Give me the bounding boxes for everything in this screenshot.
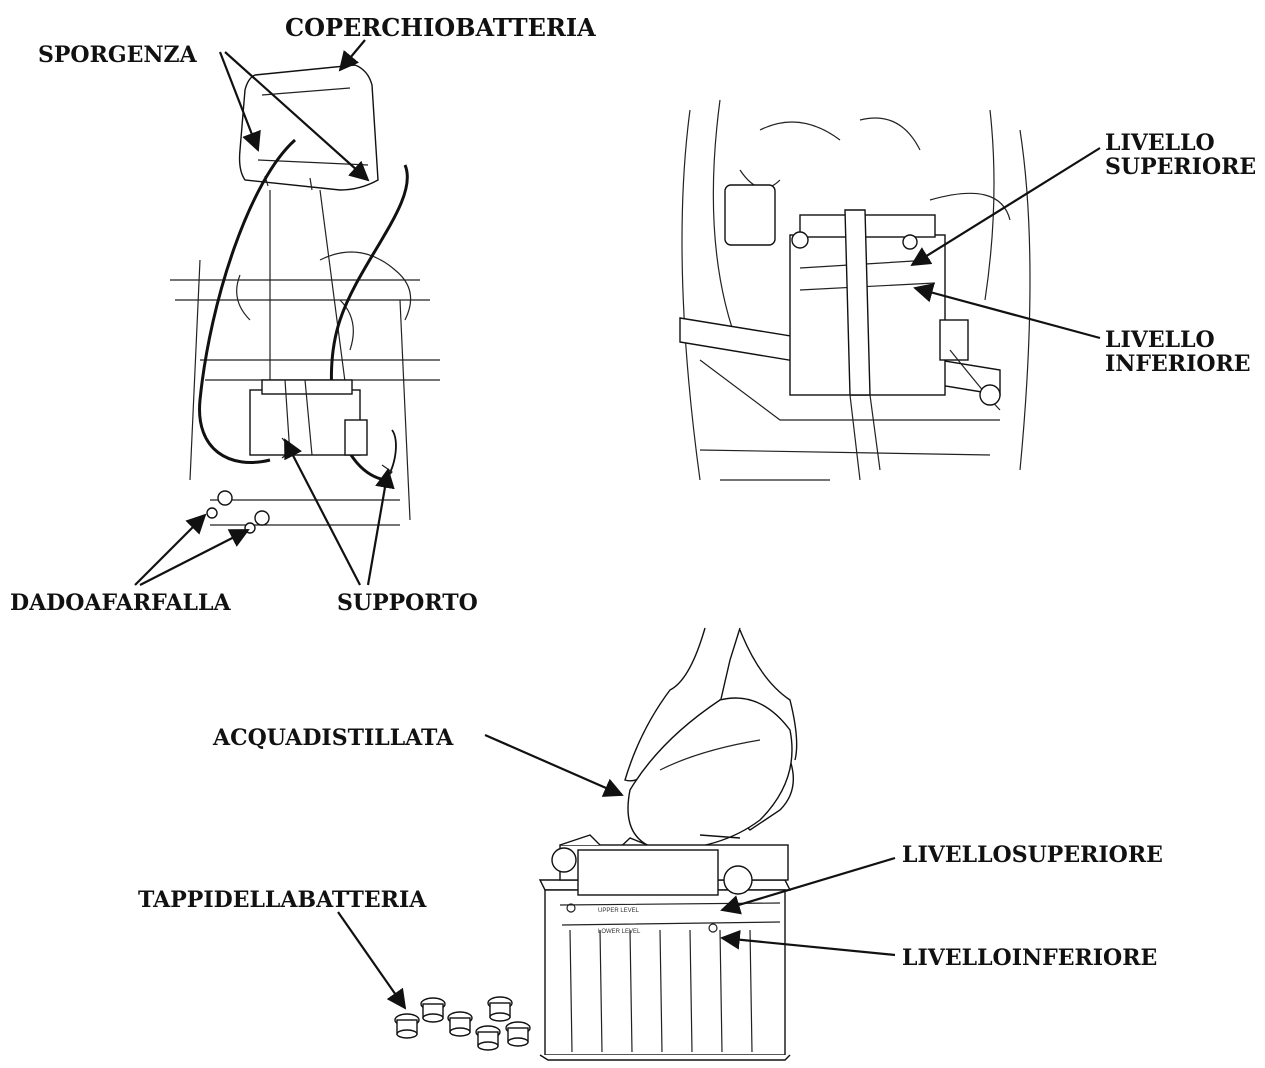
- label-upper-level-line1: LIVELLO: [1105, 130, 1215, 156]
- battery-cap: [505, 1021, 531, 1047]
- battery-in-frame: [249, 379, 368, 456]
- arrow-wingnut-2: [139, 529, 250, 586]
- label-lower-level-line2: INFERIORE: [1105, 351, 1251, 377]
- battery-level-check: [789, 209, 969, 396]
- arrow-lower-level-2: [720, 929, 896, 957]
- label-upper-level-line2: SUPERIORE: [1105, 154, 1256, 180]
- arrow-upper-level-2: [720, 856, 896, 915]
- label-lower-level-line1: LIVELLO: [1105, 327, 1215, 353]
- label-lower-level-combined: LIVELLOINFERIORE: [902, 945, 1157, 971]
- label-wing-nut: DADOAFARFALLA: [10, 590, 231, 616]
- battery-cap: [487, 996, 513, 1022]
- arrow-tab-left: [218, 51, 261, 152]
- label-battery-cover: COPERCHIOBATTERIA: [285, 13, 596, 42]
- cover-removal-illustration: [170, 64, 440, 534]
- battery-cap: [394, 1013, 420, 1039]
- arrow-lower-level: [913, 283, 1101, 340]
- label-holder: SUPPORTO: [337, 590, 478, 616]
- level-check-illustration: [679, 99, 1031, 481]
- arrow-battery-caps: [337, 911, 407, 1010]
- label-tab: SPORGENZA: [38, 42, 198, 68]
- battery-caps-group: [394, 996, 531, 1051]
- arrow-holder-1: [284, 438, 361, 586]
- arrow-upper-level: [910, 147, 1101, 267]
- arrow-distilled-water: [484, 733, 624, 797]
- battery-refill: UPPER LEVEL LOWER LEVEL: [538, 834, 792, 1061]
- battery-cap: [447, 1011, 473, 1037]
- wing-nut-shapes: [206, 490, 270, 534]
- label-battery-caps: TAPPIDELLABATTERIA: [138, 887, 427, 913]
- label-distilled-water: ACQUADISTILLATA: [212, 725, 454, 751]
- case-upper-level-mark: UPPER LEVEL: [598, 908, 640, 914]
- battery-cap: [475, 1025, 501, 1051]
- refill-illustration: UPPER LEVEL LOWER LEVEL: [394, 627, 798, 1061]
- battery-cap: [420, 997, 446, 1023]
- cable-loop-left: [198, 138, 296, 464]
- label-upper-level-combined: LIVELLOSUPERIORE: [902, 842, 1163, 868]
- case-lower-level-mark: LOWER LEVEL: [598, 929, 641, 935]
- distilled-water-bottle: [610, 697, 793, 867]
- arrow-cover: [338, 39, 366, 72]
- arrow-wingnut-1: [134, 513, 207, 586]
- arrow-tab-right: [224, 51, 370, 182]
- arrow-holder-2: [366, 468, 395, 586]
